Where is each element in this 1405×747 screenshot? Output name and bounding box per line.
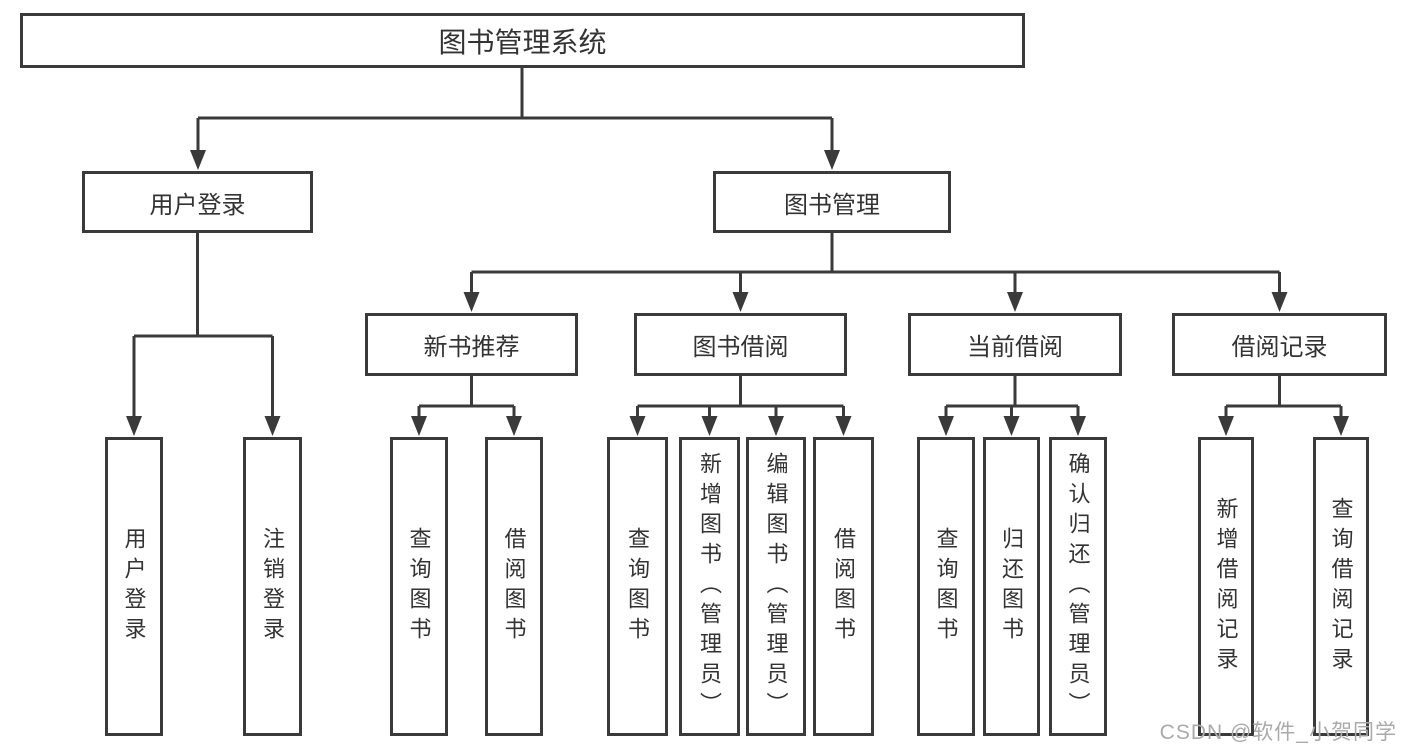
node-label: 借阅图书	[501, 526, 527, 647]
leaf-borrow-books-recommend: 借阅图书	[485, 437, 543, 736]
leaf-add-book-admin: 新增图书（管理员）	[679, 437, 740, 736]
node-label: 图书管理	[784, 191, 880, 219]
leaf-borrow-books-borrowing: 借阅图书	[813, 437, 874, 736]
leaf-query-borrow-record: 查询借阅记录	[1313, 437, 1369, 736]
leaf-logout: 注销登录	[243, 437, 302, 736]
node-current-borrowing: 当前借阅	[908, 313, 1122, 376]
node-label: 确认归还（管理员）	[1065, 451, 1091, 722]
node-label: 查询图书	[933, 526, 959, 647]
leaf-query-books-current: 查询图书	[917, 437, 975, 736]
leaf-add-borrow-record: 新增借阅记录	[1198, 437, 1254, 736]
node-label: 注销登录	[260, 526, 286, 647]
node-label: 用户登录	[149, 191, 246, 219]
tree-edges	[132, 68, 1343, 418]
node-label: 图书管理系统	[438, 26, 607, 58]
leaf-user-login: 用户登录	[105, 437, 163, 736]
leaf-query-books-borrowing: 查询图书	[607, 437, 668, 736]
node-user-login: 用户登录	[82, 171, 313, 233]
leaf-query-books-recommend: 查询图书	[390, 437, 448, 736]
node-label: 新增图书（管理员）	[697, 451, 723, 722]
node-borrowing-records: 借阅记录	[1172, 313, 1387, 376]
arrowhead-icons	[126, 150, 1349, 436]
node-label: 用户登录	[121, 526, 147, 647]
node-book-management: 图书管理	[713, 171, 951, 233]
node-label: 查询图书	[625, 526, 651, 647]
node-library-system: 图书管理系统	[20, 13, 1025, 68]
watermark: CSDN @软件_小贺同学	[1159, 721, 1397, 744]
node-label: 编辑图书（管理员）	[763, 451, 789, 722]
node-label: 借阅记录	[1231, 334, 1328, 361]
leaf-confirm-return-admin: 确认归还（管理员）	[1049, 437, 1107, 736]
node-label: 查询图书	[406, 526, 432, 647]
leaf-edit-book-admin: 编辑图书（管理员）	[746, 437, 806, 736]
node-book-borrowing: 图书借阅	[634, 313, 847, 376]
node-label: 当前借阅	[967, 334, 1063, 361]
node-label: 查询借阅记录	[1328, 496, 1354, 677]
leaf-return-book: 归还图书	[983, 437, 1040, 736]
node-label: 新增借阅记录	[1213, 496, 1239, 677]
node-label: 归还图书	[999, 526, 1025, 647]
node-label: 图书借阅	[692, 334, 789, 361]
node-new-book-recommend: 新书推荐	[365, 313, 578, 376]
node-label: 借阅图书	[831, 526, 857, 647]
node-label: 新书推荐	[423, 334, 520, 361]
